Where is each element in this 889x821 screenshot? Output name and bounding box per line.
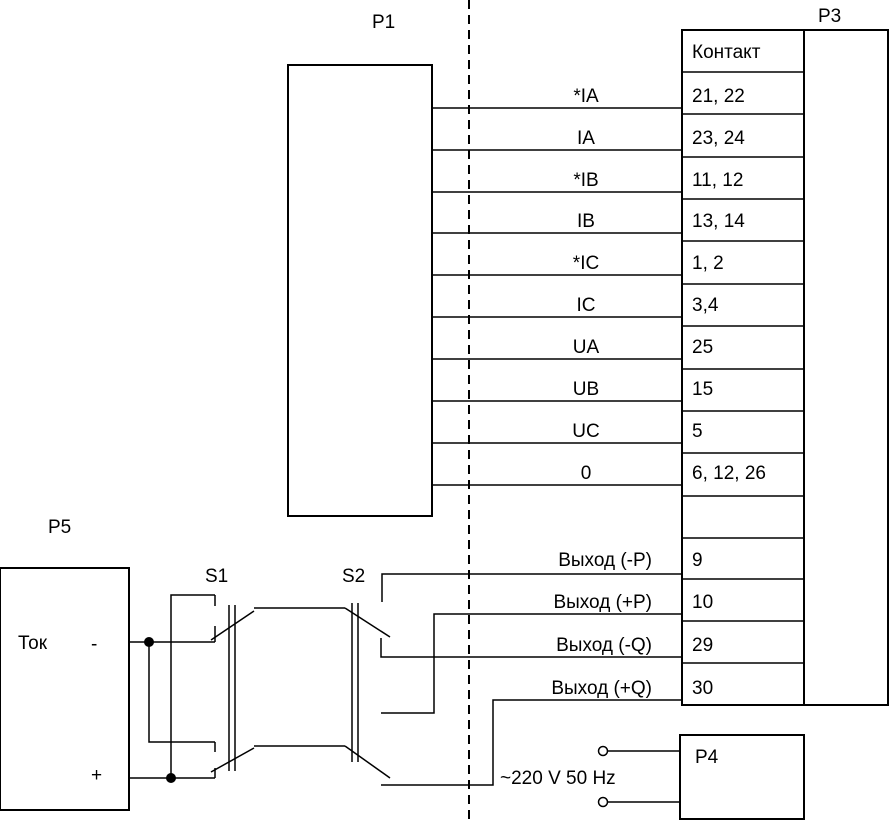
signal-name: *IB [573,170,598,191]
wire-output-minus-p [381,573,682,602]
s1-blade-top [210,610,255,641]
wire-s1-bottom-feed [148,642,215,743]
p1-label: P1 [372,12,395,33]
supply-terminal-bottom [597,796,609,808]
s2-blade-bottom [344,745,391,779]
signal-name: *IC [573,253,599,274]
p5-block [0,567,130,811]
contact-number: 1, 2 [692,253,724,274]
contact-number: 13, 14 [692,211,745,232]
output-name: Выход (+Q) [551,678,652,699]
p4-block [679,734,805,820]
s2-blade-top [344,607,391,638]
signal-name: UB [573,379,599,400]
signal-name: IA [577,128,595,149]
p5-plus-label: + [91,765,102,786]
signal-name: *IA [573,86,599,107]
output-name: Выход (-P) [558,550,652,571]
signal-name: UA [573,337,600,358]
contact-number: 21, 22 [692,86,745,107]
s1-blade-bottom [210,747,255,773]
junction-dot [166,773,176,783]
contact-number: 10 [692,592,713,613]
power-label: ~220 V 50 Hz [500,768,616,789]
p5-minus-label: - [91,634,97,655]
contact-header: Контакт [692,42,761,63]
signal-name: IC [577,295,596,316]
contact-number: 15 [692,379,713,400]
s1-label: S1 [205,566,228,587]
contact-number: 6, 12, 26 [692,463,766,484]
output-name: Выход (+P) [553,592,652,613]
p5-tok-label: Ток [18,633,48,654]
contact-number: 11, 12 [692,170,743,191]
contact-number: 9 [692,550,703,571]
p3-label: P3 [818,6,841,27]
wire-s1-top-feed [170,594,215,778]
contact-number: 23, 24 [692,128,745,149]
contact-number: 30 [692,678,713,699]
contact-number: 25 [692,337,713,358]
s2-label: S2 [342,566,365,587]
supply-terminal-top [597,745,609,757]
contact-number: 5 [692,421,703,442]
wire-output-minus-q [380,638,682,658]
signal-name: 0 [581,463,592,484]
signal-name: UC [572,421,599,442]
p1-block [287,64,433,517]
table-row-dividers [682,71,804,664]
p4-label: P4 [695,747,719,768]
wire-output-plus-q [381,699,682,786]
output-name: Выход (-Q) [556,635,652,656]
signal-name: IB [577,211,595,232]
junction-dot [144,637,154,647]
p5-label: P5 [48,517,71,538]
contact-number: 3,4 [692,295,719,316]
wire-output-plus-p [381,613,682,714]
contact-number: 29 [692,635,713,656]
p3-block [803,29,889,706]
